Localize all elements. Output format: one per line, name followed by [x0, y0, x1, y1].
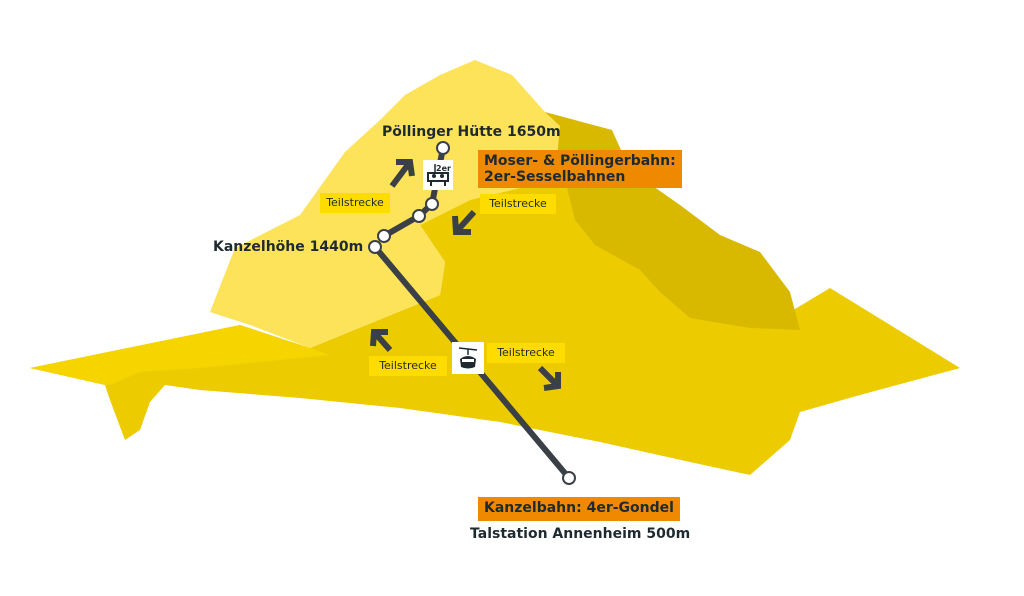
- mountain-main: [30, 128, 960, 475]
- chair-badge: 2er: [436, 164, 451, 173]
- arrow-up-right-icon: [389, 159, 415, 188]
- gondola-icon: [452, 342, 484, 374]
- station-node[interactable]: [377, 229, 391, 243]
- gondola-label: Kanzelbahn: 4er-Gondel: [478, 497, 680, 521]
- section-label: Teilstrecke: [369, 356, 447, 376]
- section-label: Teilstrecke: [480, 194, 556, 214]
- station-node[interactable]: [562, 471, 576, 485]
- station-node[interactable]: [368, 240, 382, 254]
- arrow-down-right-icon: [537, 365, 561, 391]
- station-node[interactable]: [436, 141, 450, 155]
- arrow-up-left-icon: [370, 329, 393, 352]
- arrow-down-left-icon: [452, 209, 477, 235]
- mountain-front-left: [30, 325, 330, 385]
- section-label: Teilstrecke: [487, 343, 565, 363]
- station-label-middle: Kanzelhöhe 1440m: [213, 239, 364, 255]
- station-node[interactable]: [412, 209, 426, 223]
- station-node[interactable]: [425, 197, 439, 211]
- chairlift-label: Moser- & Pöllingerbahn: 2er-Sesselbahnen: [478, 150, 682, 188]
- section-label: Teilstrecke: [320, 193, 390, 213]
- station-nodes: [368, 141, 576, 485]
- station-label-bottom: Talstation Annenheim 500m: [470, 526, 691, 542]
- station-label-top: Pöllinger Hütte 1650m: [382, 124, 561, 140]
- chairlift-icon: 2er: [423, 160, 453, 190]
